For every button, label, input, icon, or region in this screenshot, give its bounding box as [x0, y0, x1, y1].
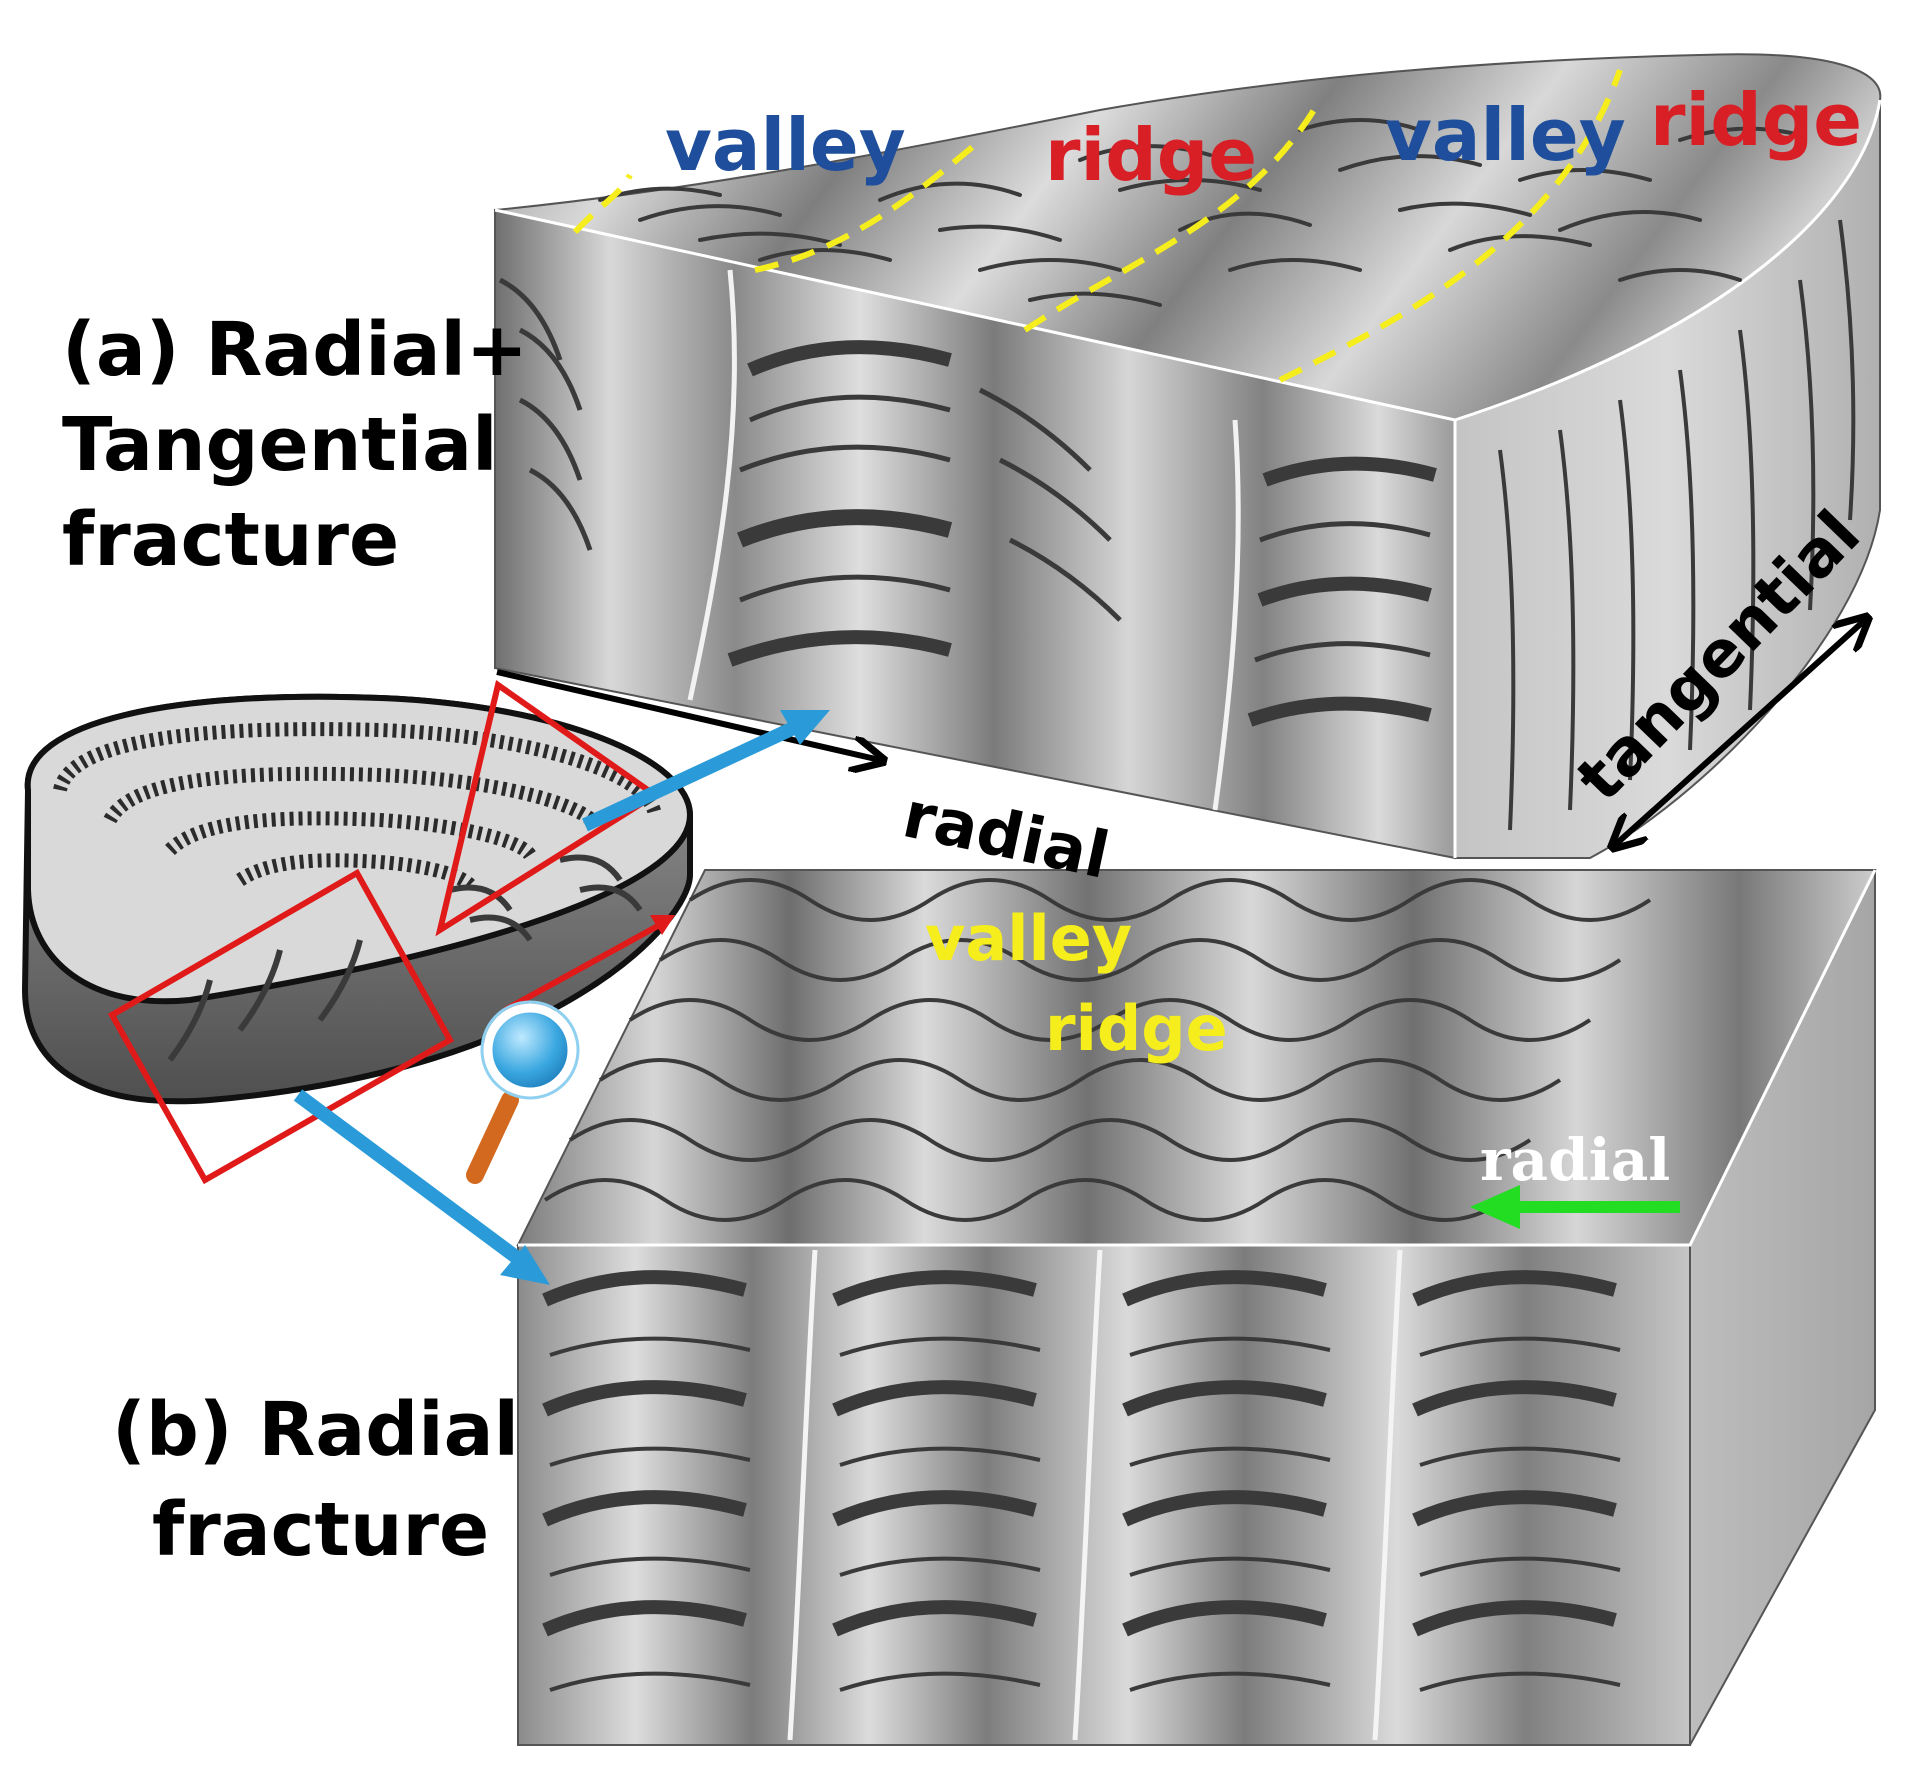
- panel-a-radial-arrow: [496, 669, 880, 760]
- panel-b-title-line1: (b) Radial: [112, 1387, 519, 1473]
- panel-a-title-line2: Tangential: [62, 402, 497, 488]
- panel-a-front-fibers: [498, 277, 1437, 727]
- panel-a-label-ridge-2: ridge: [1650, 78, 1862, 162]
- panel-a-title-line1: (a) Radial+: [62, 307, 528, 393]
- panel-b-axis-radial: radial: [1480, 1126, 1670, 1194]
- panel-a-block: [494, 53, 1882, 860]
- panel-b-radial-arrow: [1470, 1185, 1680, 1229]
- panel-a-title-line3: fracture: [62, 497, 399, 583]
- disk-red-selection: [107, 680, 661, 1185]
- panel-a-label-ridge-1: ridge: [1045, 113, 1257, 197]
- panel-a-label-valley-1: valley: [665, 103, 906, 187]
- blue-arrow-to-a: [582, 710, 830, 832]
- disk-cross-section: [21, 680, 694, 1185]
- panel-b-title-line2: fracture: [152, 1487, 489, 1573]
- panel-b-label-ridge: ridge: [1045, 992, 1228, 1065]
- magnifier-icon: [466, 1000, 580, 1184]
- panel-b-label-valley: valley: [925, 902, 1132, 975]
- panel-a-label-valley-2: valley: [1385, 93, 1626, 177]
- panel-a-tangential-arrow: [1615, 620, 1865, 845]
- panel-a-top-fibers: [598, 118, 1802, 307]
- panel-a-dashed-boundaries: [572, 68, 1623, 383]
- panel-b-block: [516, 869, 1877, 1746]
- blue-arrow-to-b: [293, 1089, 550, 1285]
- panel-b-front-fibers: [542, 1270, 1621, 1692]
- panel-b-top-fibers: [543, 878, 1652, 1222]
